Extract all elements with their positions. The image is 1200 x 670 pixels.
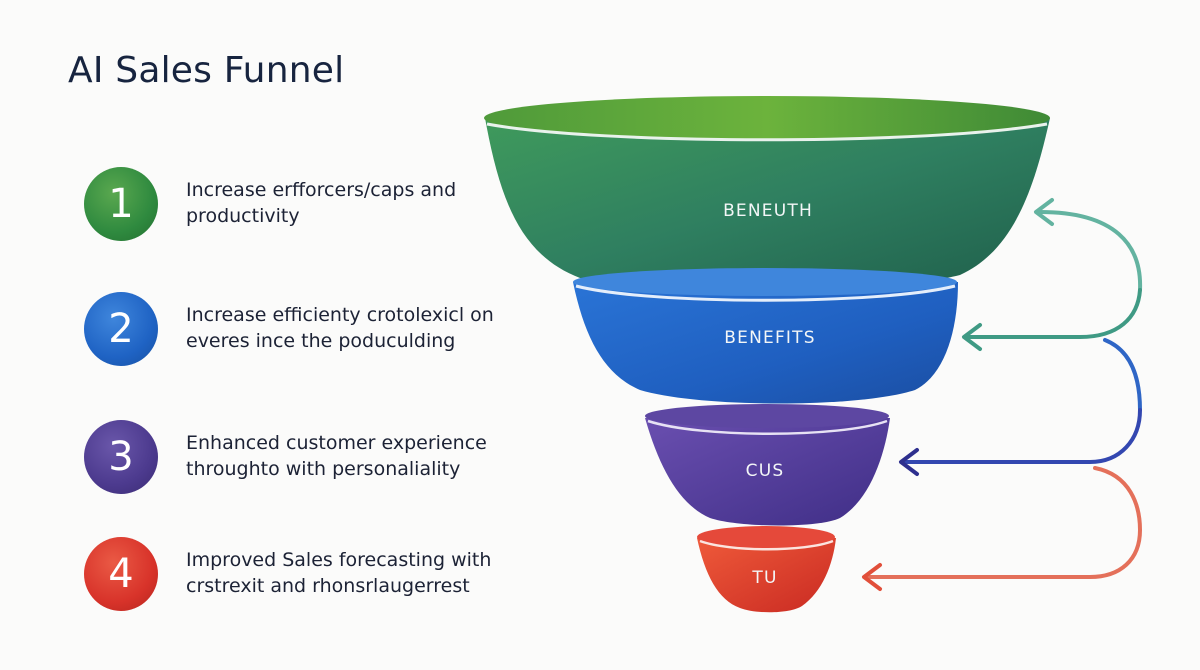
item-text-3: Enhanced customer experience throughto w…	[186, 430, 546, 482]
item-line-1b: productivity	[186, 205, 300, 227]
item-line-2a: Increase efficienty crotolexicl on	[186, 304, 494, 326]
item-line-2b: everes ince the poduculding	[186, 330, 456, 352]
item-line-1a: Increase erfforcers/caps and	[186, 179, 457, 201]
item-line-4a: Improved Sales forecasting with	[186, 549, 492, 571]
item-line-3b: throughto with personaliality	[186, 458, 461, 480]
item-line-4b: crstrexit and rhonsrlaugerrest	[186, 575, 470, 597]
page-title: AI Sales Funnel	[68, 50, 345, 91]
arrow-to-stage-3	[899, 408, 1142, 476]
list-item-1: 1 Increase erfforcers/caps and productiv…	[84, 167, 544, 243]
funnel-stage-4: TU	[697, 526, 836, 613]
number-badge-2: 2	[84, 292, 158, 366]
number-badge-1: 1	[84, 167, 158, 241]
list-item-2: 2 Increase efficienty crotolexicl on eve…	[84, 292, 544, 368]
arrow-to-stage-4	[862, 466, 1143, 591]
item-text-1: Increase erfforcers/caps and productivit…	[186, 177, 546, 229]
number-badge-4: 4	[84, 537, 158, 611]
stage-label-3: CUS	[746, 461, 785, 481]
list-item-3: 3 Enhanced customer experience throughto…	[84, 420, 544, 496]
stage-label-1: BENEUTH	[723, 201, 813, 221]
arrow-to-stage-1	[1034, 198, 1143, 292]
funnel-stage-3: CUS	[645, 404, 890, 526]
arrow-to-stage-2	[962, 288, 1142, 412]
number-badge-3: 3	[84, 420, 158, 494]
item-line-3a: Enhanced customer experience	[186, 432, 487, 454]
funnel-stage-2: BENEFITS	[573, 268, 958, 404]
funnel-stage-1: BENEUTH	[484, 96, 1050, 291]
stage-label-2: BENEFITS	[724, 328, 815, 348]
item-text-2: Increase efficienty crotolexicl on evere…	[186, 302, 546, 354]
stage-label-4: TU	[751, 568, 777, 588]
list-item-4: 4 Improved Sales forecasting with crstre…	[84, 537, 544, 613]
item-text-4: Improved Sales forecasting with crstrexi…	[186, 547, 546, 599]
